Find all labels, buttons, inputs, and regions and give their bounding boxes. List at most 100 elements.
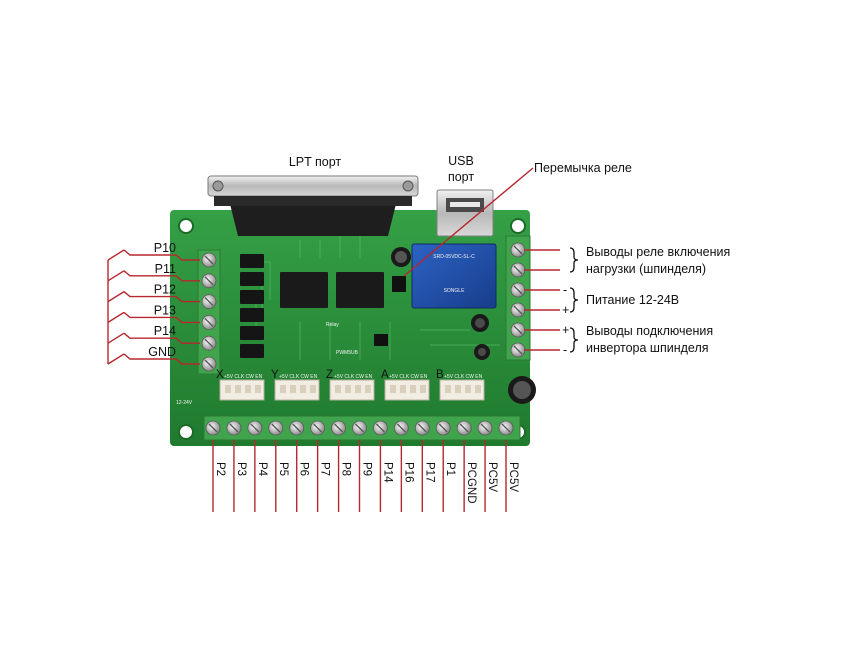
- axis-header-pinout: +5V CLK CW EN: [279, 374, 318, 380]
- bottom-pin-label: PC5V: [507, 462, 519, 492]
- relay-jumper-label: Перемычка реле: [534, 161, 632, 175]
- bottom-terminal-screw: [226, 420, 242, 436]
- bottom-terminal-screw: [414, 420, 430, 436]
- bottom-pin-label: P2: [214, 462, 226, 476]
- right-terminal-screw: [510, 262, 526, 278]
- bottom-pin-label: P5: [277, 462, 289, 476]
- right-terminal-screw: [510, 242, 526, 258]
- pwm-silk-tag: PWM5UB: [336, 350, 359, 356]
- bottom-terminal-screw: [331, 420, 346, 436]
- bottom-pin-label: P1: [444, 462, 456, 476]
- left-terminal-screw: [201, 252, 217, 268]
- axis-header-pinout: +5V CLK CW EN: [334, 374, 373, 380]
- axis-header-label: B: [436, 369, 444, 381]
- bottom-terminal-screw: [498, 420, 514, 436]
- bottom-terminal-screw: [289, 420, 305, 436]
- pcb-traces: [240, 236, 500, 360]
- relay-silk-tag: Relay: [326, 322, 339, 328]
- axis-header-z: Z+5V CLK CW EN: [326, 369, 375, 401]
- bottom-terminal-screw: [373, 420, 388, 436]
- bottom-pin-label: P6: [298, 462, 310, 476]
- right-terminal-screw: [510, 302, 526, 318]
- axis-header-label: A: [381, 369, 389, 381]
- bottom-terminal-screw: [352, 420, 367, 436]
- left-pin-leader: [107, 311, 200, 324]
- ic-chip-2: [336, 272, 384, 308]
- small-transistor: [374, 334, 388, 346]
- left-pin-label: P11: [155, 262, 176, 276]
- axis-header-pinout: +5V CLK CW EN: [389, 374, 428, 380]
- bottom-pin-label: P8: [340, 462, 352, 476]
- inverter-plus-sign: +: [562, 323, 569, 337]
- left-terminal-screw: [201, 273, 217, 289]
- voltage-mark: 12-24V: [176, 400, 193, 406]
- left-pin-label: P13: [154, 303, 176, 317]
- bottom-pin-label: PCGND: [465, 462, 477, 504]
- ic-chip-1: [280, 272, 328, 308]
- axis-header-b: B+5V CLK CW EN: [436, 369, 485, 401]
- left-pin-leader: [107, 353, 200, 365]
- bottom-pin-label: P7: [319, 462, 331, 476]
- axis-header-label: X: [216, 369, 224, 381]
- right-terminal-screw: [510, 322, 526, 338]
- bottom-terminal-screw: [310, 420, 326, 436]
- left-pin-leader: [107, 249, 200, 261]
- power-label: Питание 12-24В: [586, 293, 679, 307]
- bottom-pin-label: P16: [402, 462, 414, 482]
- mount-hole-tl: [178, 218, 194, 234]
- relay-part-label: SRD-05VDC-SL-C: [433, 254, 475, 260]
- bottom-pin-label: P17: [423, 462, 435, 482]
- jumper-block: [392, 276, 406, 292]
- lpt-connector: [207, 175, 419, 236]
- bottom-terminal-screw: [435, 420, 451, 436]
- bottom-terminal-screw: [477, 420, 493, 436]
- bottom-terminal-screw: [205, 420, 221, 436]
- relay-outputs-label-line1: Выводы реле включения: [586, 245, 730, 259]
- left-terminal-screw: [201, 314, 217, 330]
- lpt-port-label: LPT порт: [289, 155, 342, 169]
- mount-hole-tr: [510, 218, 526, 234]
- mount-hole-bl: [178, 424, 194, 440]
- left-pin-label: P12: [154, 283, 176, 297]
- axis-header-pinout: +5V CLK CW EN: [224, 374, 263, 380]
- relay-brand-label: SONGLE: [444, 288, 466, 294]
- left-pin-label: GND: [148, 345, 176, 359]
- inverter-label-line2: инвертора шпинделя: [586, 341, 709, 355]
- left-pin-leader: [107, 270, 200, 282]
- relay-jumper-leader: [403, 167, 534, 277]
- optocouplers: [240, 254, 264, 358]
- power-minus-sign: -: [563, 283, 567, 297]
- inverter-minus-sign: -: [563, 343, 567, 357]
- inverter-label-line1: Выводы подключения: [586, 324, 713, 338]
- usb-connector: [436, 189, 494, 237]
- left-pin-label: P14: [154, 324, 176, 338]
- usb-label-line1: USB: [448, 154, 474, 168]
- right-terminal-screw: [510, 342, 526, 358]
- right-leaders: [524, 249, 560, 351]
- power-plus-sign: +: [562, 303, 569, 317]
- axis-header-x: X+5V CLK CW EN: [216, 369, 265, 401]
- bottom-terminal-screw: [393, 420, 409, 436]
- bottom-terminal-screw: [268, 420, 284, 436]
- left-terminal-screw: [201, 335, 217, 351]
- bottom-pin-label: P4: [256, 462, 268, 477]
- right-terminal-block: [505, 235, 531, 361]
- left-terminal-screw: [201, 356, 217, 372]
- left-pin-label: P10: [154, 241, 176, 255]
- capacitor-3: [474, 344, 490, 360]
- right-terminal-screw: [510, 282, 526, 298]
- capacitor-1: [391, 247, 411, 267]
- left-pin-leader: [107, 291, 200, 303]
- capacitor-4: [508, 376, 536, 404]
- axis-header-y: Y+5V CLK CW EN: [271, 369, 320, 401]
- left-pin-leader: [107, 332, 200, 344]
- bottom-pin-label: P9: [361, 462, 373, 476]
- bottom-terminal-screw: [247, 420, 263, 436]
- axis-header-label: Y: [271, 369, 279, 381]
- right-braces: [569, 247, 579, 353]
